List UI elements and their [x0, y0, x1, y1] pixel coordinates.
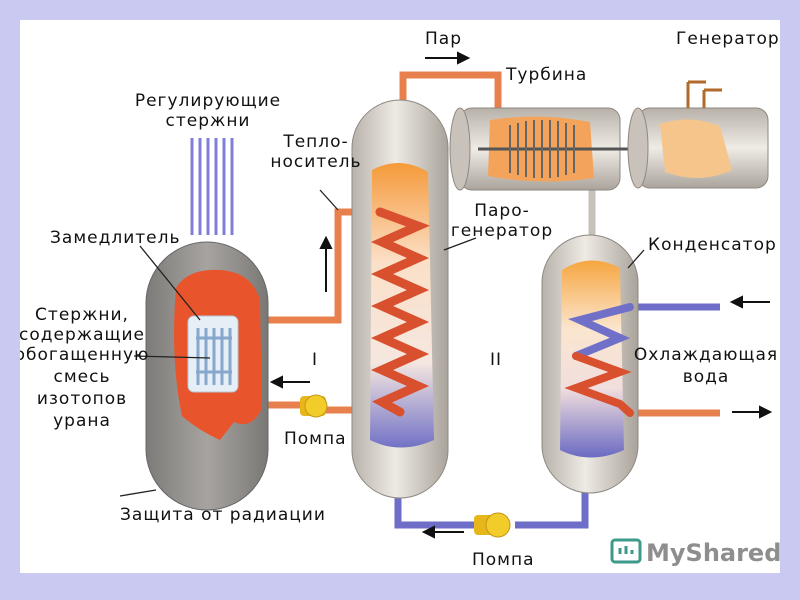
turbine-label: Турбина: [505, 65, 587, 85]
pump-one: [300, 394, 328, 418]
slide: Регулирующие стержни Тепло- носитель Зам…: [20, 20, 780, 573]
cooling-water-label-1: Охлаждающая: [634, 345, 778, 365]
fuel-rods-label-6: урана: [53, 411, 111, 431]
control-rods-label-2: стержни: [166, 111, 251, 131]
generator: [627, 80, 769, 189]
steam-generator-label-1: Паро-: [474, 201, 530, 221]
generator-label: Генератор: [676, 29, 780, 49]
presentation-icon: [610, 538, 642, 564]
secondary-return-pipe: [394, 485, 589, 529]
condenser: [541, 234, 639, 494]
reactor-vessel: [145, 241, 269, 511]
control-rods: [190, 138, 234, 235]
steam-pipe: [399, 71, 502, 115]
watermark-text: MyShared: [646, 539, 780, 567]
coolant-label-1: Тепло-: [282, 132, 348, 152]
fuel-rods-label-5: изотопов: [37, 389, 127, 409]
turbine: [449, 107, 640, 191]
circuit-two-label: II: [490, 350, 502, 370]
reactor-diagram: Регулирующие стержни Тепло- носитель Зам…: [20, 29, 780, 570]
pump-two-label: Помпа: [472, 550, 535, 570]
fuel-rods-label-2: содержащие: [20, 325, 145, 345]
coolant-label-2: носитель: [270, 152, 361, 172]
steam-generator-label-2: генератор: [451, 221, 553, 241]
fuel-rod-bundle: [196, 328, 232, 385]
flow-arrows: [269, 51, 773, 539]
fuel-rods-label-1: Стержни,: [35, 305, 129, 325]
generator-terminals: [686, 80, 722, 108]
steam-generator-coil: [370, 207, 430, 417]
circuit-one-label: I: [312, 350, 318, 370]
pump-two: [474, 512, 511, 538]
cooling-water-label-2: вода: [683, 367, 730, 387]
condenser-label: Конденсатор: [648, 235, 777, 255]
radiation-shield-label: Защита от радиации: [120, 505, 326, 525]
condenser-coil: [568, 303, 634, 360]
labels: Регулирующие стержни Тепло- носитель Зам…: [20, 29, 780, 570]
steam-label: Пар: [425, 29, 462, 49]
moderator-label: Замедлитель: [50, 228, 181, 248]
fuel-rods-label-3: обогащенную: [20, 345, 149, 365]
leader-lines: [119, 189, 645, 497]
control-rods-label-1: Регулирующие: [135, 91, 281, 111]
pump-one-label: Помпа: [284, 429, 347, 449]
turbine-blades: [509, 120, 575, 178]
fuel-rods-label-4: смесь: [54, 367, 111, 387]
watermark: MyShared: [610, 538, 780, 567]
steam-generator: [351, 99, 449, 499]
